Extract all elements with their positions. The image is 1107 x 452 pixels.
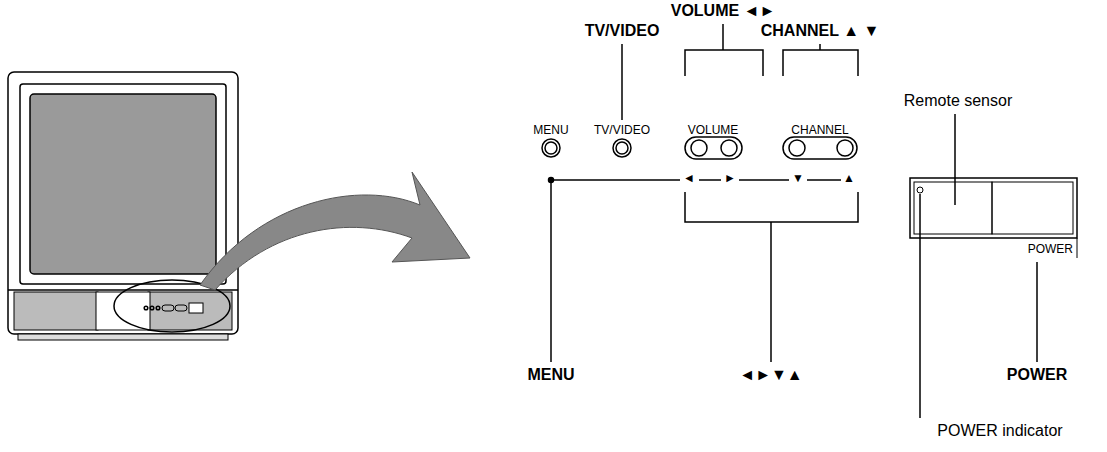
tv-body (8, 72, 238, 334)
power-panel (910, 178, 1077, 238)
callout-label: Remote sensor (904, 92, 1013, 110)
heading-label: MENU (527, 366, 574, 384)
button-label: VOLUME (688, 124, 739, 137)
pointer-arrow (200, 172, 470, 290)
callout-label: POWER indicator (937, 422, 1062, 440)
heading-label: VOLUME ◄► (671, 2, 776, 20)
arrow-symbol: ◄ (683, 172, 695, 185)
panel-label: POWER (1028, 242, 1073, 256)
button-label: MENU (533, 124, 568, 137)
arrow-symbol: ► (724, 172, 736, 185)
heading-label: CHANNEL ▲ ▼ (761, 22, 880, 40)
arrow-symbol: ▼ (792, 172, 804, 185)
heading-label: TV/VIDEO (585, 22, 660, 40)
heading-label: POWER (1007, 366, 1067, 384)
arrow-symbol: ▲ (843, 172, 855, 185)
heading-label: ◄►▼▲ (739, 366, 802, 384)
button-label: CHANNEL (791, 124, 848, 137)
power-panel: POWER (910, 178, 1077, 260)
button-label: TV/VIDEO (594, 124, 650, 137)
